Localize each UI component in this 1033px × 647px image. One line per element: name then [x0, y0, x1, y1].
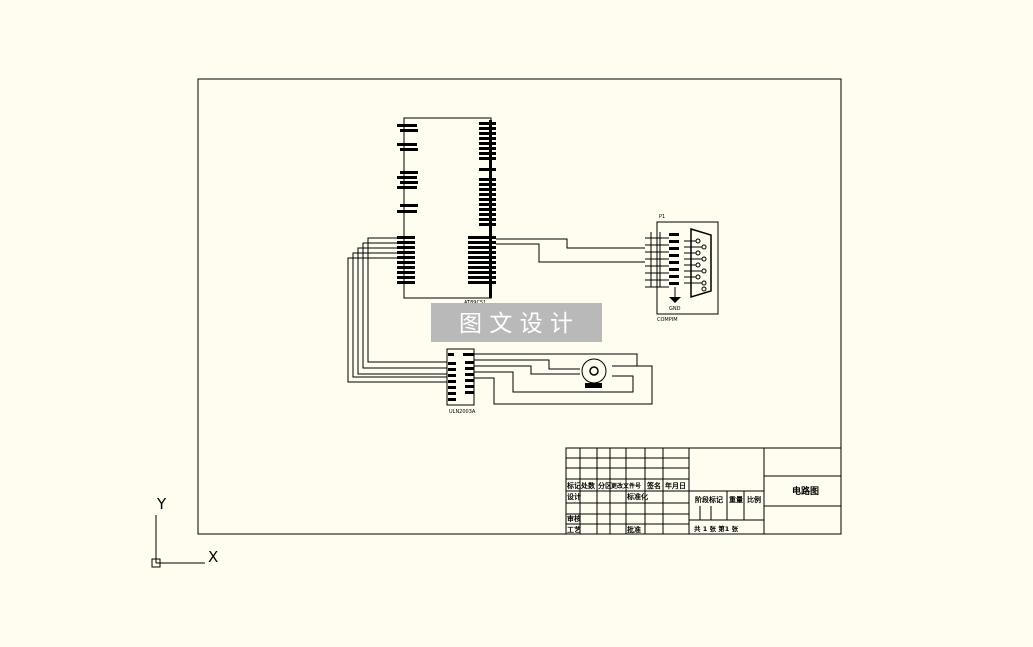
- wire-driver-motor: [474, 353, 653, 405]
- axis-x-label: X: [208, 548, 218, 566]
- connector-pins: [645, 232, 669, 288]
- wire-mcu-connector: [496, 238, 645, 263]
- mcu-chip[interactable]: AT89C51: [397, 117, 496, 306]
- scale-label: 比例: [747, 495, 761, 504]
- sheet-info-label: 共 1 张 第1 张: [694, 524, 739, 533]
- ground-label: GND: [669, 306, 681, 312]
- drawing-border: [197, 78, 842, 535]
- compim-connector[interactable]: P1 COMPIM: [645, 214, 719, 323]
- header-cell-date: 年月日: [665, 481, 686, 490]
- drawing-name: 电路图: [792, 485, 819, 497]
- header-cell-count: 处数: [580, 481, 596, 490]
- approve-label: 批准: [627, 525, 641, 534]
- title-block-text: 标记 处数 分区 更改文件号 签名 年月日 设计 标准化 审核 工艺 批准 阶段…: [566, 481, 819, 534]
- connector-body: [656, 221, 719, 315]
- connector-pin-labels: [669, 233, 679, 285]
- design-label: 设计: [567, 492, 581, 501]
- ucs-icon: [151, 515, 205, 568]
- header-cell-zone: 分区: [598, 481, 612, 490]
- connector-name-label: COMPIM: [657, 317, 678, 323]
- header-cell-change-doc: 更改文件号: [611, 482, 641, 490]
- header-cell-mark: 标记: [566, 481, 581, 490]
- process-label: 工艺: [567, 525, 581, 534]
- driver-pins: [448, 353, 474, 401]
- driver-chip[interactable]: ULN2003A: [446, 348, 476, 415]
- ground-icon: [669, 287, 681, 303]
- standardization-label: 标准化: [626, 492, 648, 501]
- axis-y-label: Y: [156, 495, 167, 513]
- driver-label: ULN2003A: [449, 409, 476, 415]
- title-block: [565, 447, 842, 535]
- weight-label: 重量: [729, 495, 743, 504]
- driver-body: [446, 348, 475, 406]
- watermark: 图 文 设 计: [431, 303, 602, 342]
- mcu-right-pins: [468, 120, 496, 298]
- header-cell-signature: 签名: [646, 481, 661, 490]
- mcu-left-pins: [397, 124, 418, 284]
- connector-ref-label: P1: [659, 214, 665, 220]
- review-label: 审核: [567, 514, 581, 523]
- watermark-text: 图 文 设 计: [459, 311, 573, 337]
- stage-mark-label: 阶段标记: [695, 495, 723, 504]
- wire-mcu-driver: [347, 237, 447, 383]
- db9-shell: [684, 227, 712, 299]
- motor-icon: [581, 358, 607, 388]
